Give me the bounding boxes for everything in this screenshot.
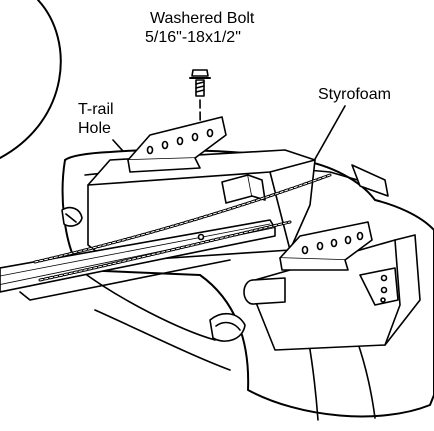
bolt-name-label: Washered Bolt xyxy=(150,10,255,27)
front-bracket xyxy=(280,222,372,270)
t-rail-label: T-rail xyxy=(78,101,114,118)
styrofoam-label: Styrofoam xyxy=(318,86,391,103)
rear-bracket xyxy=(128,117,226,172)
drive-chain xyxy=(35,175,330,280)
end-panel xyxy=(244,235,420,350)
detail-callout-circle xyxy=(0,0,61,158)
t-rail xyxy=(0,220,275,300)
t-rail-hole xyxy=(199,235,204,240)
hole-label: Hole xyxy=(78,120,111,137)
washered-bolt xyxy=(190,70,210,96)
bolt-size-label: 5/16"-18x1/2" xyxy=(145,29,241,46)
